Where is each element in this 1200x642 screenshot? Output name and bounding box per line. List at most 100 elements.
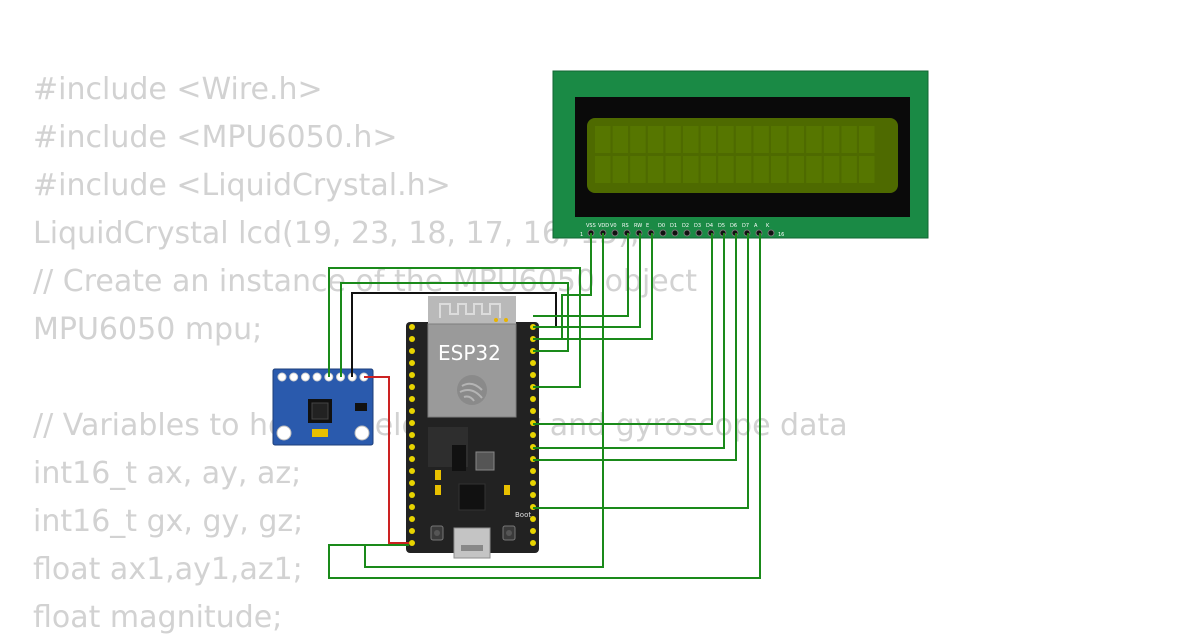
esp32-pin-left[interactable] [409, 384, 415, 390]
lcd-pin[interactable] [671, 229, 679, 237]
led-indicator [494, 318, 498, 322]
mpu6050-pin-header [277, 372, 369, 382]
lcd-char-cell [718, 126, 734, 153]
lcd-pin[interactable] [695, 229, 703, 237]
code-line: MPU6050 mpu; [33, 312, 263, 347]
esp32-pin-headers [409, 324, 536, 546]
lcd-char-cell [647, 126, 664, 153]
mpu6050-pin[interactable] [277, 372, 287, 382]
lcd-char-cell [806, 156, 822, 183]
mounting-hole [354, 425, 370, 441]
esp32-pin-right[interactable] [530, 408, 536, 414]
esp32-board[interactable]: ESP32 Boot [406, 296, 539, 559]
lcd-pin-label: A [754, 223, 758, 229]
lcd-char-cell [665, 126, 681, 153]
lcd-char-cell [788, 156, 805, 183]
esp32-pin-left[interactable] [409, 348, 415, 354]
esp32-pin-left[interactable] [409, 480, 415, 486]
lcd-pin[interactable] [767, 229, 775, 237]
code-line: float ax1,ay1,az1; [33, 552, 303, 587]
esp32-pin-right[interactable] [530, 516, 536, 522]
lcd-char-cell [595, 156, 611, 183]
esp32-pin-left[interactable] [409, 408, 415, 414]
lcd-char-cell [788, 126, 805, 153]
lcd-pin-label: RS [622, 223, 629, 229]
lcd-pin-label: E [646, 223, 649, 229]
boot-button-cap [506, 530, 512, 536]
wire-lcd-d7 [533, 233, 749, 509]
wire-lcd-vss [533, 233, 592, 340]
mpu6050-die [311, 402, 329, 420]
lcd-char-cell [753, 126, 769, 153]
lcd-pin-label: K [766, 223, 770, 229]
wire-lcd-d6 [533, 233, 737, 461]
lcd-pin-label: D1 [670, 223, 677, 229]
lcd-pin-label: RW [634, 223, 642, 229]
esp32-pin-left[interactable] [409, 396, 415, 402]
esp32-pin-right[interactable] [530, 540, 536, 546]
smd-chip [475, 451, 495, 471]
lcd-char-cell [771, 156, 787, 183]
wire-scl [340, 282, 569, 377]
esp32-pin-left[interactable] [409, 420, 415, 426]
usb-port-slot [461, 545, 483, 551]
code-editor-background: #include <Wire.h>#include <MPU6050.h>#in… [33, 66, 848, 642]
usb-connector[interactable] [453, 527, 491, 559]
lcd-pin-number-first: 1 [580, 232, 583, 238]
capacitor [435, 485, 441, 495]
en-button-cap [434, 530, 440, 536]
mpu6050-pin[interactable] [300, 372, 310, 382]
esp32-pin-right[interactable] [530, 492, 536, 498]
wire-lcd-rw [533, 233, 641, 328]
lcd-pin-label: VSS [586, 223, 596, 229]
esp32-antenna [428, 296, 516, 326]
esp32-pin-left[interactable] [409, 456, 415, 462]
lcd-pin-label: D4 [706, 223, 713, 229]
esp32-pin-right[interactable] [530, 360, 536, 366]
mpu6050-module[interactable] [272, 368, 374, 446]
esp32-pin-left[interactable] [409, 432, 415, 438]
esp32-pin-right[interactable] [530, 396, 536, 402]
lcd-char-cell [841, 156, 857, 183]
esp32-pin-right[interactable] [530, 372, 536, 378]
esp32-pin-left[interactable] [409, 492, 415, 498]
wire-vcc [364, 376, 409, 544]
lcd-char-cell [630, 126, 646, 153]
led-indicator [504, 318, 508, 322]
mpu6050-pin[interactable] [312, 372, 322, 382]
esp32-pin-right[interactable] [530, 468, 536, 474]
esp32-pin-left[interactable] [409, 360, 415, 366]
esp32-pin-left[interactable] [409, 468, 415, 474]
esp32-pin-left[interactable] [409, 516, 415, 522]
esp32-pin-left[interactable] [409, 504, 415, 510]
esp32-pin-right[interactable] [530, 480, 536, 486]
esp32-pin-left[interactable] [409, 528, 415, 534]
esp32-pin-left[interactable] [409, 372, 415, 378]
lcd-pin[interactable] [659, 229, 667, 237]
esp32-pin-left[interactable] [409, 540, 415, 546]
esp32-pin-left[interactable] [409, 444, 415, 450]
usb-uart-chip [458, 483, 486, 511]
mpu6050-pin[interactable] [289, 372, 299, 382]
lcd-char-cell [859, 156, 875, 183]
esp32-pin-left[interactable] [409, 336, 415, 342]
voltage-regulator [452, 445, 466, 471]
lcd-pin-label: V0 [610, 223, 617, 229]
wiring [328, 233, 761, 579]
lcd-char-cell [753, 156, 769, 183]
mpu6050-regulator [355, 403, 367, 411]
lcd-char-cell [718, 156, 734, 183]
lcd-pin[interactable] [611, 229, 619, 237]
boot-label: Boot [515, 511, 531, 519]
lcd-pin[interactable] [683, 229, 691, 237]
lcd-char-cell [735, 156, 752, 183]
esp32-pin-right[interactable] [530, 528, 536, 534]
mpu6050-crystal [312, 429, 328, 437]
wire-lcd-d4 [533, 233, 713, 425]
esp32-pin-left[interactable] [409, 324, 415, 330]
wire-sda [328, 267, 581, 388]
esp32-pin-right[interactable] [530, 432, 536, 438]
